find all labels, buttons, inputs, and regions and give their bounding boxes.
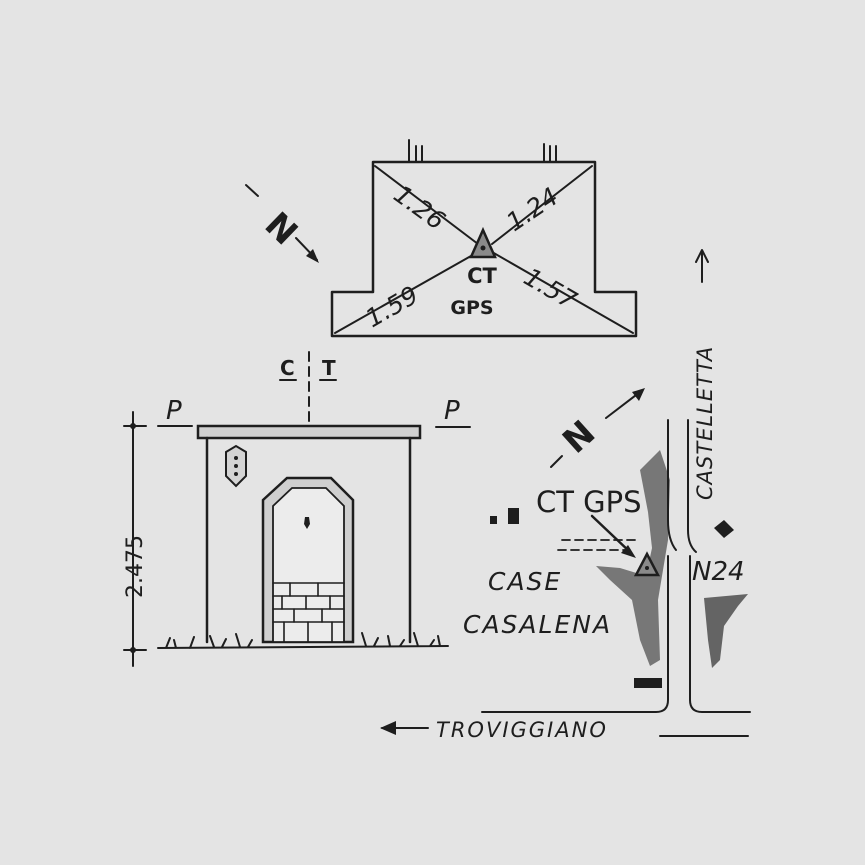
map-station-label: CT GPS <box>536 485 642 519</box>
map-station-pointer-head <box>621 545 636 558</box>
diagonal-bottom-right <box>491 251 634 334</box>
map-building-bottom <box>634 678 662 688</box>
map-terrain-right <box>704 594 748 668</box>
plan-north-arrow-icon: N <box>245 184 319 263</box>
road-troviggiano-arrow-icon <box>380 721 396 735</box>
height-dimension-value: 2.475 <box>123 535 148 598</box>
road-south-right-edge <box>689 555 751 713</box>
door-keyhole-icon <box>304 517 310 529</box>
diagonal-top-right <box>491 165 593 245</box>
plan-outline <box>330 160 638 338</box>
map-building <box>508 508 519 524</box>
gps-marker-triangle-icon <box>469 226 497 259</box>
location-map: N CT GPS CASTELLETTA N24 TROVIGGIANO CAS <box>380 249 751 742</box>
plane-label-right: P <box>444 396 460 426</box>
ground-grass <box>157 632 449 649</box>
road-castelletta-arrow-icon <box>695 249 709 283</box>
map-north-letter: N <box>555 413 603 462</box>
road-label-troviggiano: TROVIGGIANO <box>436 718 608 742</box>
diagonal-top-left <box>374 165 479 245</box>
elevation-view: C T P P <box>123 351 471 667</box>
plan-view: 1.26 1.24 1.59 1.57 CT GPS N <box>245 139 638 338</box>
map-station-pointer <box>590 514 632 554</box>
place-name-line-2: CASALENA <box>463 610 612 639</box>
plan-pillar-left <box>408 139 423 163</box>
road-number-label: N24 <box>692 557 745 587</box>
plan-north-letter: N <box>257 205 305 254</box>
road-castelletta-left-edge <box>667 419 677 551</box>
road-label-castelletta: CASTELLETTA <box>693 346 717 500</box>
plane-label-left: P <box>166 396 182 426</box>
plan-marker-label-gps: GPS <box>450 297 493 319</box>
plan-pillar-right <box>543 143 557 163</box>
road-south-left-edge <box>481 555 669 713</box>
section-label-t: T <box>322 356 336 380</box>
road-castelletta-right-edge <box>687 419 697 553</box>
map-building-small <box>490 516 497 524</box>
diagonal-bottom-left <box>334 251 479 334</box>
door-brick-grille <box>272 582 345 643</box>
building-door-leaf <box>272 487 345 643</box>
map-north-arrow-icon: N <box>550 388 645 468</box>
distance-top-left: 1.26 <box>388 179 450 235</box>
map-track-dashed <box>557 539 637 551</box>
distance-bottom-right: 1.57 <box>519 262 582 315</box>
place-name-line-1: CASE <box>488 567 562 596</box>
section-label-c: C <box>280 356 295 380</box>
plan-marker-label-ct: CT <box>467 264 497 288</box>
map-terrain-slope <box>596 450 670 666</box>
gps-marker-dot <box>480 245 486 251</box>
map-station-triangle-icon <box>633 551 661 577</box>
map-building-right <box>714 520 734 538</box>
building-roof-slab <box>196 424 422 440</box>
